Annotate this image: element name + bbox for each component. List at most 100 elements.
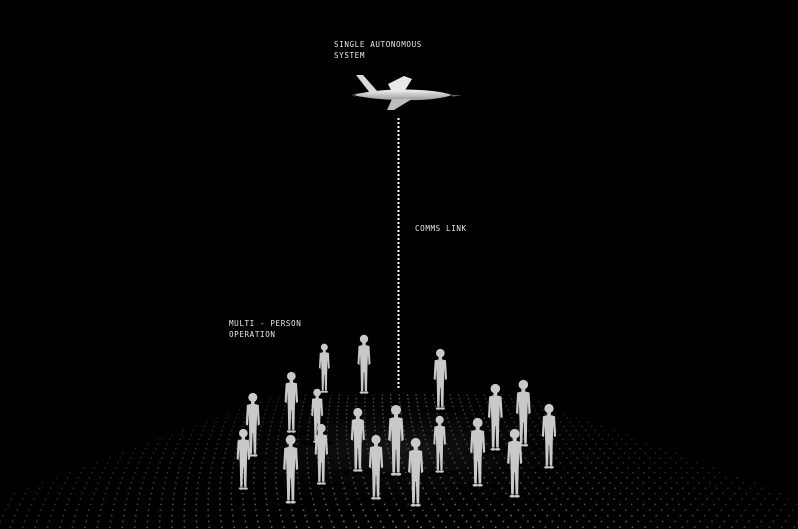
grid-dot [735,476,738,479]
grid-dot [772,520,775,523]
link-dot [397,242,400,244]
grid-dot [514,520,517,523]
grid-dot [40,509,43,511]
grid-dot [97,520,100,523]
grid-dot [159,509,162,511]
grid-dot [656,526,659,529]
grid-dot [330,520,333,523]
grid-dot [150,457,153,459]
grid-dot [674,520,677,523]
link-dot [397,378,400,380]
grid-dot [9,526,12,529]
grid-dot [707,471,710,474]
grid-dot [612,509,615,511]
grid-dot [146,520,149,523]
grid-dot [642,492,645,495]
grid-dot [698,520,701,523]
grid-dot [667,514,670,517]
grid-dot [686,520,689,523]
grid-dot [590,498,593,500]
link-dot [397,366,400,368]
link-dot [397,298,400,300]
grid-dot [159,461,161,464]
grid-dot [25,514,28,517]
grid-dot [741,498,743,500]
grid-dot [102,498,105,500]
grid-dot [618,514,621,517]
grid-dot [664,461,667,464]
grid-dot [75,509,78,511]
grid-dot [760,503,763,506]
grid-dot [732,509,735,511]
grid-dot [744,509,747,511]
grid-dot [600,520,603,523]
grid-dot [619,503,621,506]
grid-dot [588,520,591,523]
grid-dot [733,492,736,495]
grid-dot [101,471,104,474]
grid-dot [768,526,771,529]
grid-dot [245,526,248,529]
grid-dot [681,487,684,490]
link-dot [397,162,400,164]
link-dot [397,326,400,328]
grid-dot [63,482,66,484]
grid-dot [13,514,16,517]
grid-dot [38,514,40,517]
grid-dot [576,520,578,523]
link-dot [397,270,400,272]
grid-dot [77,503,80,506]
grid-dot [784,520,787,523]
grid-dot [267,514,270,517]
grid-dot [95,461,98,464]
autonomous-system-label: SINGLE AUTONOMOUS SYSTEM [334,39,422,61]
grid-dot [70,492,72,495]
grid-dot [661,520,664,523]
grid-dot [196,492,198,495]
grid-dot [775,498,778,500]
grid-dot [404,520,407,523]
grid-dot [332,526,335,529]
grid-dot [560,503,563,506]
grid-dot [218,498,221,500]
grid-dot [526,520,529,523]
grid-dot [125,466,128,469]
grid-dot [21,498,24,500]
grid-dot [207,498,210,500]
grid-dot [477,520,480,523]
grid-dot [152,452,155,455]
grid-dot [736,503,739,506]
grid-dot [87,509,90,511]
grid-dot [685,461,688,464]
grid-dot [756,509,759,511]
grid-dot [121,452,124,455]
link-dot [397,302,400,304]
grid-dot [138,492,141,495]
comms-link-dotted-line [397,118,400,388]
grid-dot [161,492,164,495]
grid-dot [779,492,782,495]
grid-dot [711,520,713,523]
grid-dot [717,498,720,500]
grid-dot [788,514,791,517]
grid-dot [738,487,741,490]
grid-dot [639,447,642,450]
grid-dot [65,503,68,506]
grid-dot [219,514,222,517]
grid-dot [724,476,727,479]
grid-dot [158,526,161,529]
link-dot [397,286,400,288]
grid-dot [148,461,151,464]
grid-dot [689,503,692,506]
grid-dot [441,520,443,523]
grid-dot [47,492,50,495]
grid-dot [147,509,150,511]
grid-dot [795,503,798,506]
grid-dot [280,514,282,517]
grid-dot [207,503,210,506]
grid-dot [507,526,510,529]
grid-dot [183,503,186,506]
grid-dot [711,492,713,495]
link-dot [397,370,400,372]
grid-dot [171,509,174,511]
